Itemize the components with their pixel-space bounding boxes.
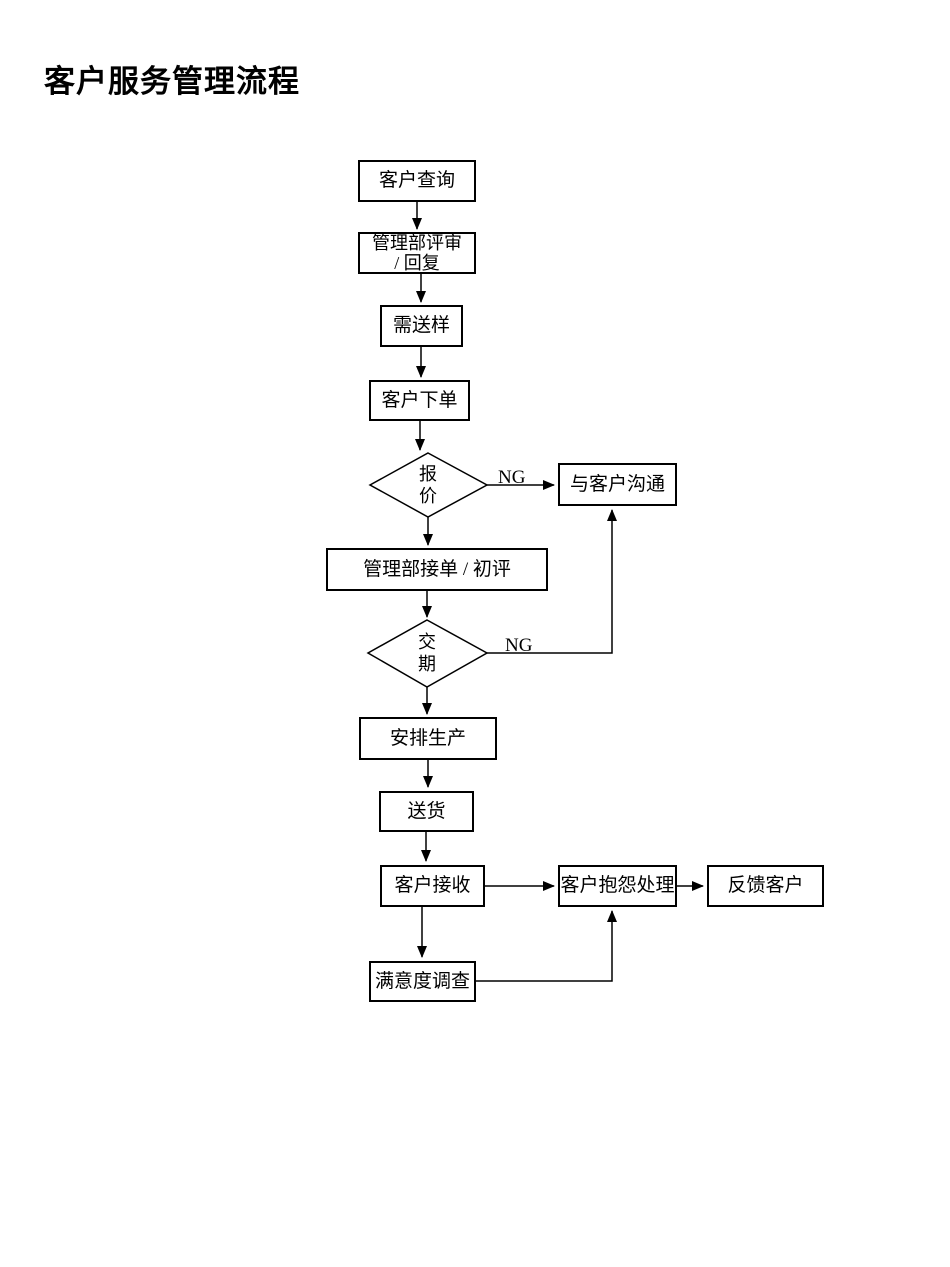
quote-decision-diamond bbox=[368, 452, 489, 518]
delivery-ng-label: NG bbox=[505, 635, 533, 656]
delivery-date-decision-diamond bbox=[366, 619, 489, 688]
delivery-date-decision-label: 交 期 bbox=[418, 632, 436, 674]
node-need-sample: 需送样 bbox=[380, 305, 463, 347]
node-mgmt-accept-order: 管理部接单 / 初评 bbox=[326, 548, 548, 591]
node-mgmt-review: 管理部评审 / 回复 bbox=[358, 232, 476, 274]
edge-delivery-ng-to-communicate bbox=[487, 509, 617, 654]
node-deliver-goods: 送货 bbox=[379, 791, 474, 832]
node-customer-inquiry: 客户查询 bbox=[358, 160, 476, 202]
quote-decision-label: 报 价 bbox=[419, 464, 437, 506]
edge-satisfaction-to-complaint bbox=[476, 910, 617, 982]
node-customer-order: 客户下单 bbox=[369, 380, 470, 421]
page-title: 客户服务管理流程 bbox=[44, 64, 300, 99]
node-feedback-customer: 反馈客户 bbox=[707, 865, 824, 907]
node-satisfaction-survey: 满意度调查 bbox=[369, 961, 476, 1002]
node-customer-receive: 客户接收 bbox=[380, 865, 485, 907]
node-communicate-with-customer: 与客户沟通 bbox=[558, 463, 677, 506]
node-complaint-handling: 客户抱怨处理 bbox=[558, 865, 677, 907]
node-arrange-production: 安排生产 bbox=[359, 717, 497, 760]
quote-ng-label: NG bbox=[498, 467, 526, 488]
